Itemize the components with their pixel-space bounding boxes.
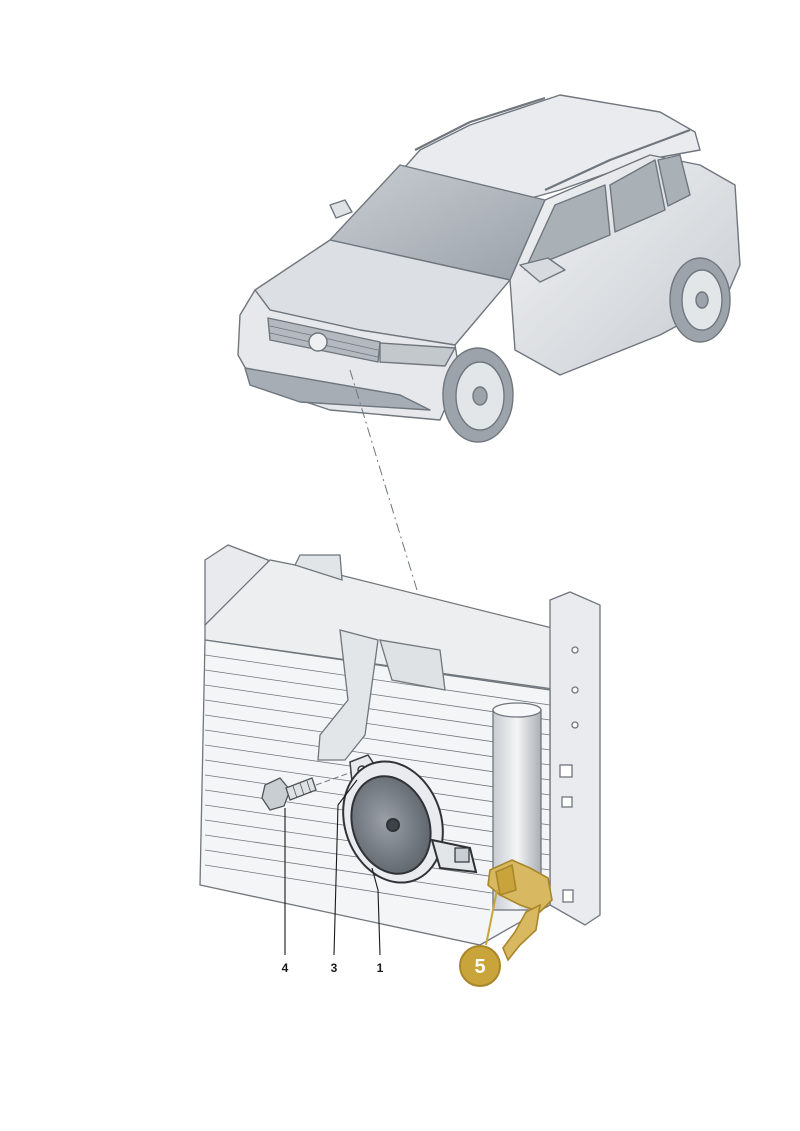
vehicle-lower-intake — [244, 367, 431, 411]
callout-leaders — [284, 779, 498, 956]
leader-1 — [371, 867, 381, 956]
vehicle-mirror — [519, 257, 566, 283]
callout-label-4: 4 — [282, 961, 289, 975]
highlighted-connector-part — [487, 859, 553, 962]
right-frame-member — [549, 591, 601, 926]
highlight-badge-label: 5 — [474, 956, 485, 978]
callout-label-1: 1 — [377, 961, 384, 975]
vehicle-rear-wheel — [669, 257, 731, 343]
leader-3 — [333, 779, 358, 956]
leader-5 — [485, 889, 498, 946]
mounting-bracket — [317, 629, 379, 761]
highlight-badge: 5 — [459, 945, 501, 987]
leader-line — [349, 369, 421, 601]
vehicle-illustration — [237, 94, 741, 443]
horn-part — [342, 760, 478, 884]
vehicle-side-windows — [524, 184, 611, 271]
vehicle-headlight — [379, 342, 456, 367]
vehicle-logo — [308, 332, 328, 352]
vehicle-front-wheel — [442, 347, 514, 443]
callout-label-3: 3 — [331, 961, 338, 975]
bolt-part — [261, 777, 317, 811]
